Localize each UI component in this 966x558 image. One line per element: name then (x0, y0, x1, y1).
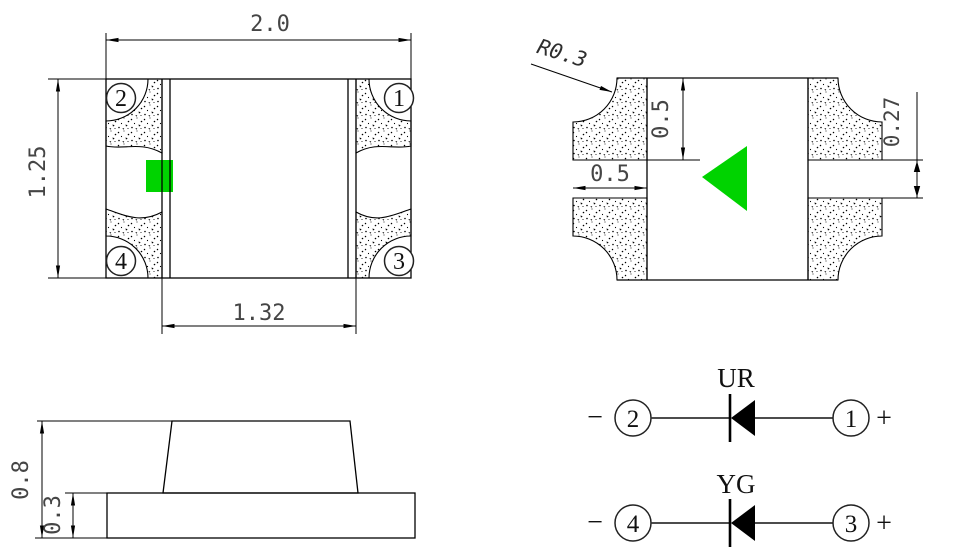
bottom-view-pad-top-left (572, 77, 648, 161)
led-chip-square (146, 160, 173, 192)
pin2-circle (105, 82, 137, 114)
bottom-view: R0.3 0.5 0.5 0.27 (530, 34, 923, 281)
top-view-package-outline (105, 78, 412, 279)
schematic-pin4-label: 4 (627, 511, 640, 538)
diode-yg-triangle (731, 505, 755, 541)
bottom-view-pad-bottom-right (807, 197, 883, 281)
pin2-label: 2 (115, 86, 127, 112)
gap-arrow-up (913, 161, 921, 172)
dim-label-pad-width: 0.5 (590, 162, 630, 187)
dim-label-overall-height: 1.25 (26, 146, 51, 199)
pin4-circle (105, 245, 137, 277)
schematic-pin2-label: 2 (627, 406, 640, 433)
side-view-base (106, 492, 416, 539)
schematic-pin3-circle (832, 504, 870, 542)
pin3-label: 3 (393, 249, 405, 275)
dim-label-corner-radius: R0.3 (534, 34, 589, 72)
bottom-view-pad-bottom-left (572, 197, 648, 281)
diode-yg-label: YG (717, 469, 756, 499)
diode-ur-minus-sign: − (587, 402, 603, 433)
side-view: 0.8 0.3 (9, 420, 416, 539)
pin4-label: 4 (115, 249, 127, 275)
schematic-pin1-label: 1 (845, 406, 858, 433)
pin3-circle (383, 245, 415, 277)
gap-arrow-down (913, 186, 921, 197)
diode-ur-label: UR (717, 363, 755, 393)
dim-label-overall-width: 2.0 (250, 12, 290, 37)
schematic: UR − 2 1 + YG − 4 3 + (587, 363, 892, 547)
diode-yg-minus-sign: − (587, 507, 603, 538)
diode-ur-triangle (731, 400, 755, 436)
diode-ur-plus-sign: + (876, 403, 892, 434)
dim-label-pad-gap: 0.27 (880, 97, 904, 148)
schematic-pin1-circle (832, 399, 870, 437)
schematic-diode-yg: YG − 4 3 + (587, 469, 892, 547)
dim-label-total-height: 0.8 (9, 460, 34, 500)
bottom-view-pad-top-right (807, 77, 883, 161)
polarity-triangle (702, 146, 747, 211)
pin1-label: 1 (393, 86, 405, 112)
radius-leader-line (530, 63, 613, 93)
schematic-diode-ur: UR − 2 1 + (587, 363, 892, 442)
pin1-circle (383, 82, 415, 114)
schematic-pin3-label: 3 (845, 511, 858, 538)
diode-yg-plus-sign: + (876, 508, 892, 539)
dim-label-inner-width: 1.32 (233, 301, 286, 326)
dim-label-base-height: 0.3 (41, 495, 66, 535)
side-view-lens-trapezoid (162, 420, 359, 494)
dim-label-pad-height: 0.5 (649, 99, 674, 139)
top-view: 2 1 4 3 2.0 1.25 1.32 (26, 12, 415, 334)
